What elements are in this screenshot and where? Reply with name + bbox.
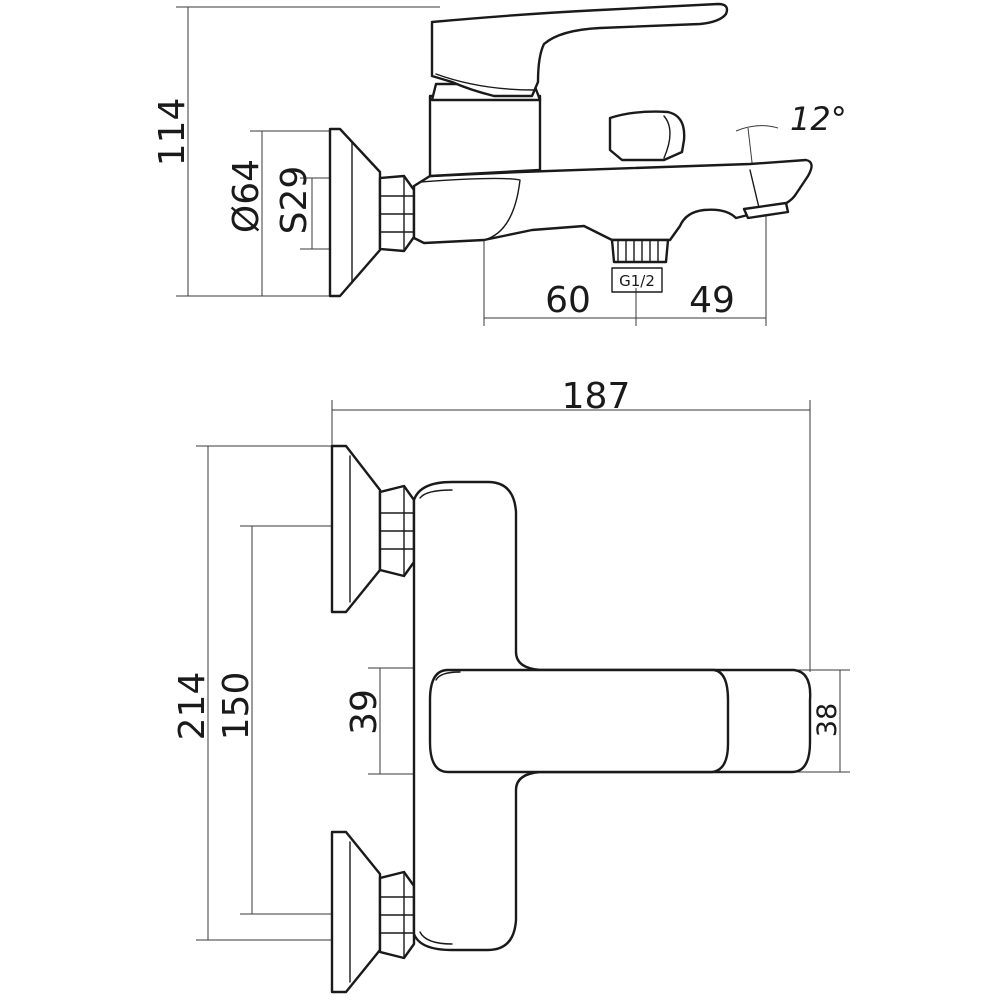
side-view-dimension-lines [176, 6, 779, 326]
dim-width-total: 187 [562, 376, 631, 417]
side-aerator [742, 201, 790, 220]
top-upper-wall-flange [330, 444, 382, 614]
dim-height-total: 114 [152, 98, 193, 167]
top-view: 187 214 150 39 38 [172, 376, 850, 994]
dim-outlet-distance: 60 [545, 280, 591, 321]
dim-flange-diameter: Ø64 [226, 159, 267, 233]
dim-handle-width: 39 [344, 689, 385, 735]
top-lower-wall-flange [330, 830, 382, 994]
side-threaded-outlet [610, 238, 670, 293]
dim-thread: G1/2 [619, 272, 655, 290]
side-wall-flange [328, 127, 382, 298]
side-lever-handle [430, 2, 729, 98]
top-lower-hex-nut [378, 870, 416, 960]
dim-center-distance: 150 [216, 672, 257, 741]
dim-spout-length: 49 [689, 280, 735, 321]
side-cartridge-housing [428, 94, 542, 178]
top-upper-hex-nut [378, 484, 416, 578]
side-mixer-body [412, 158, 813, 245]
top-lever-handle [428, 668, 730, 774]
dim-spout-width: 38 [812, 703, 843, 737]
side-hex-nut [378, 174, 416, 253]
dim-wrench-size: S29 [274, 166, 315, 235]
side-diverter-knob [608, 110, 686, 162]
dim-depth-total: 214 [172, 672, 213, 741]
side-view: 114 Ø64 S29 G1/2 60 49 12° [152, 2, 847, 326]
dim-spout-angle: 12° [790, 100, 847, 138]
